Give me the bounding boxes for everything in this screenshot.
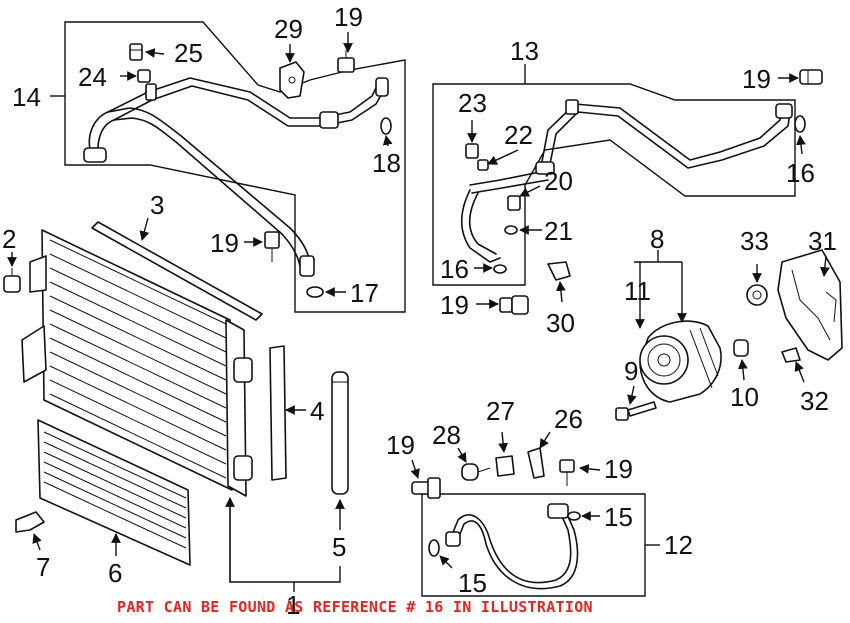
callout-32: 32 [800, 386, 829, 416]
seal-strip-3 [91, 221, 263, 321]
callout-4: 4 [310, 396, 324, 426]
suction-line-13 [460, 99, 793, 263]
reference-note: PART CAN BE FOUND AS REFERENCE # 16 IN I… [117, 598, 593, 616]
callout-16-lower: 16 [440, 254, 469, 284]
o-ring-21 [504, 225, 518, 235]
discharge-hose-14 [83, 77, 389, 277]
callout-22: 22 [504, 120, 533, 150]
bolt-19-top [337, 50, 355, 73]
callout-8: 8 [650, 224, 664, 254]
receiver-drier-5 [331, 371, 349, 495]
callout-19-lower-right: 19 [604, 454, 633, 484]
group-12-outline [421, 493, 660, 597]
callout-17: 17 [350, 278, 379, 308]
clip-27 [495, 455, 515, 477]
callout-15-right: 15 [604, 502, 633, 532]
o-ring-17 [306, 286, 324, 298]
bolt-19-upper-right [799, 69, 823, 85]
cap-23 [465, 143, 479, 159]
hose-12 [445, 503, 579, 590]
callout-24: 24 [78, 62, 107, 92]
callout-26: 26 [554, 404, 583, 434]
o-ring-15-left [428, 539, 440, 557]
bolt-9 [615, 401, 657, 421]
callout-31: 31 [808, 226, 837, 256]
condenser-1 [21, 229, 253, 497]
callout-7: 7 [36, 552, 50, 582]
condenser-lead-1 [229, 498, 341, 592]
callout-14: 14 [12, 82, 41, 112]
callout-30: 30 [546, 308, 575, 338]
compressor-11 [639, 320, 722, 403]
bushing-10 [733, 339, 749, 357]
o-ring-16-upper [794, 115, 806, 133]
callout-10: 10 [730, 382, 759, 412]
callout-20: 20 [544, 166, 573, 196]
callout-27: 27 [486, 396, 515, 426]
clip-32 [781, 347, 801, 363]
callout-9: 9 [624, 356, 638, 386]
callout-19-upper-right: 19 [742, 64, 771, 94]
callout-11: 11 [624, 276, 651, 306]
callout-29: 29 [274, 14, 303, 44]
valve-core-22 [477, 159, 489, 171]
callout-13: 13 [510, 36, 539, 66]
callout-25: 25 [174, 38, 203, 68]
bolt-19-mid [264, 231, 280, 262]
bracket-7 [15, 511, 45, 533]
callout-6: 6 [108, 558, 122, 588]
callout-28: 28 [432, 420, 461, 450]
callout-12: 12 [664, 530, 693, 560]
shroud-6 [37, 419, 191, 566]
o-ring-15-right [567, 511, 581, 521]
bolt-19-left-lower [411, 477, 441, 499]
bracket-29 [279, 61, 305, 99]
callout-2: 2 [2, 224, 16, 254]
valve-core-24 [137, 69, 151, 83]
bolt-19-right-lower [559, 459, 575, 486]
group-13-outline [432, 64, 796, 286]
callout-1: 1 [286, 590, 300, 620]
fitting-28 [461, 463, 491, 481]
leader-arrows [7, 32, 830, 582]
cap-25 [129, 43, 143, 61]
nut-33 [746, 284, 768, 306]
callout-5: 5 [332, 532, 346, 562]
callout-19-mid: 19 [210, 228, 239, 258]
bolt-19-lower-center [499, 295, 529, 315]
clip-30 [547, 261, 571, 281]
callout-23: 23 [458, 88, 487, 118]
group-14-outline [50, 21, 406, 313]
sensor-20 [507, 195, 521, 211]
callout-16-upper: 16 [786, 158, 815, 188]
callout-15-left: 15 [458, 568, 487, 598]
callout-19-top: 19 [334, 2, 363, 32]
callout-33: 33 [740, 226, 769, 256]
bracket-8 [634, 250, 682, 263]
callout-3: 3 [150, 190, 164, 220]
callout-21: 21 [544, 216, 573, 246]
o-ring-16-lower [493, 264, 507, 274]
o-ring-18 [380, 117, 392, 135]
callout-18: 18 [372, 148, 401, 178]
heat-shield-31 [777, 249, 843, 361]
bracket-26 [527, 447, 545, 479]
callout-19-lower-left: 19 [386, 430, 415, 460]
seal-strip-4 [269, 345, 287, 481]
bolt-2 [3, 268, 21, 293]
callout-19-center: 19 [440, 290, 469, 320]
